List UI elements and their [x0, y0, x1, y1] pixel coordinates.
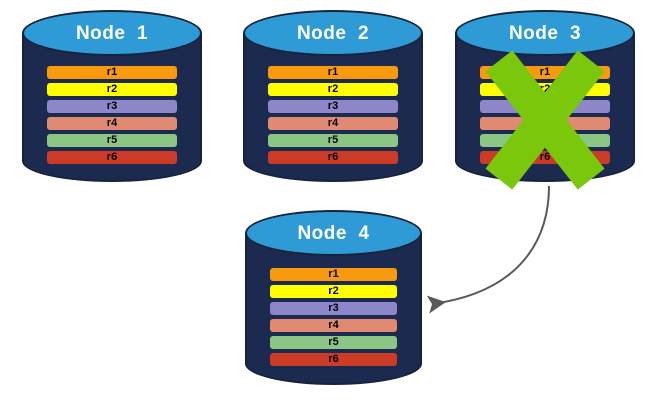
row-band[interactable]: r6: [268, 151, 398, 164]
row-band[interactable]: r4: [268, 117, 398, 130]
node-label: Node 4: [297, 223, 370, 244]
row-band[interactable]: r3: [269, 302, 398, 315]
row-band[interactable]: r3: [47, 100, 177, 113]
row-list: r1 r2 r3 r4 r5 r6: [480, 66, 610, 164]
row-list: r1 r2 r3 r4 r5 r6: [268, 66, 398, 164]
row-band[interactable]: r3: [268, 100, 398, 113]
row-band[interactable]: r5: [480, 134, 610, 147]
row-band[interactable]: r2: [269, 285, 398, 298]
row-band[interactable]: r6: [269, 353, 398, 366]
row-band[interactable]: r4: [480, 117, 610, 130]
row-band[interactable]: r5: [47, 134, 177, 147]
row-band[interactable]: r5: [268, 134, 398, 147]
row-band[interactable]: r5: [269, 336, 398, 349]
cylinder-top-cap: [243, 10, 423, 56]
node-cylinder-2[interactable]: Node 2 r1 r2 r3 r4 r5 r6: [243, 10, 423, 182]
node-label: Node 2: [296, 23, 370, 44]
cylinder-top-cap: [22, 10, 202, 56]
node-label: Node 3: [508, 23, 582, 44]
row-band[interactable]: r1: [269, 268, 398, 281]
arrow-path: [426, 185, 550, 314]
node-label: Node 1: [75, 23, 149, 44]
row-band[interactable]: r1: [47, 66, 177, 79]
cylinder-top-cap: [245, 210, 422, 256]
row-band[interactable]: r6: [47, 151, 177, 164]
node-cylinder-1[interactable]: Node 1 r1 r2 r3 r4 r5 r6: [22, 10, 202, 182]
row-band[interactable]: r3: [480, 100, 610, 113]
row-band[interactable]: r1: [268, 66, 398, 79]
row-band[interactable]: r2: [480, 83, 610, 96]
row-list: r1 r2 r3 r4 r5 r6: [269, 268, 398, 366]
row-band[interactable]: r4: [269, 319, 398, 332]
node-cylinder-4[interactable]: Node 4 r1 r2 r3 r4 r5 r6: [245, 210, 422, 385]
row-band[interactable]: r2: [268, 83, 398, 96]
row-band[interactable]: r2: [47, 83, 177, 96]
row-band[interactable]: r1: [480, 66, 610, 79]
row-band[interactable]: r4: [47, 117, 177, 130]
row-band[interactable]: r6: [480, 151, 610, 164]
node-cylinder-3[interactable]: Node 3 r1 r2 r3 r4 r5 r6: [455, 10, 635, 182]
row-list: r1 r2 r3 r4 r5 r6: [47, 66, 177, 164]
